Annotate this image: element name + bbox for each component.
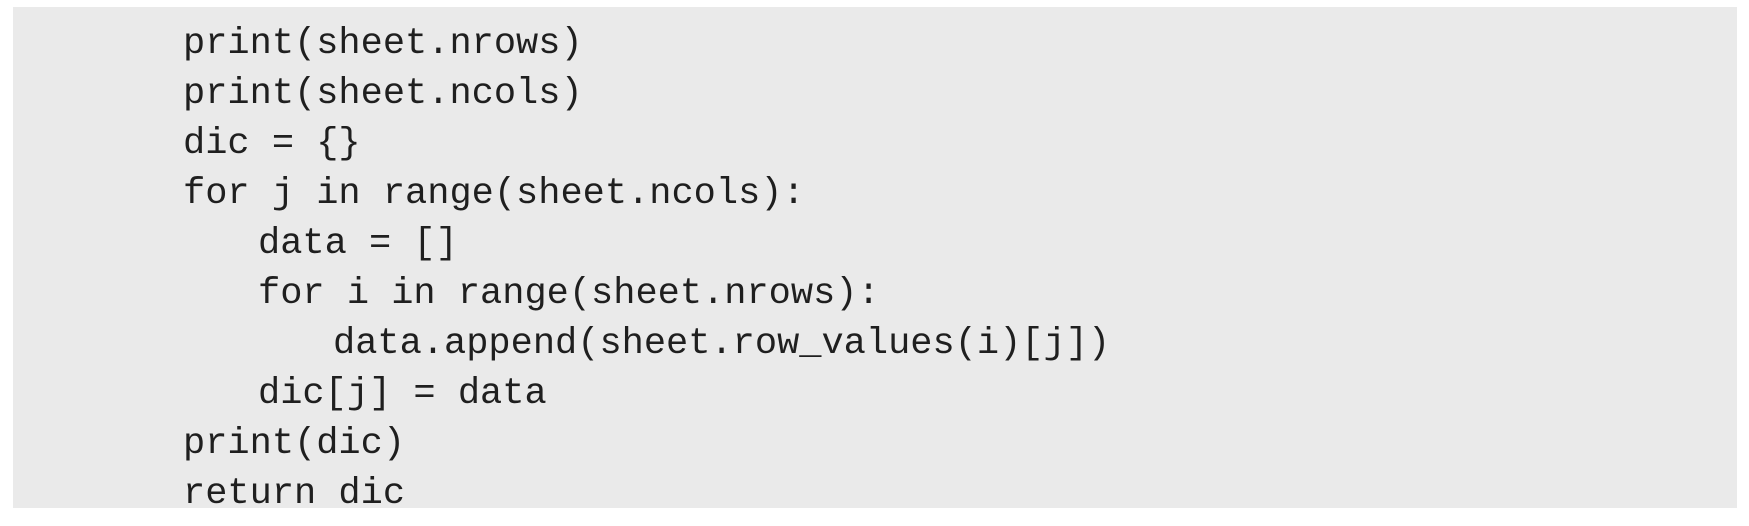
code-line-3: dic = {} [183, 123, 361, 165]
code-line-6: for i in range(sheet.nrows): [258, 273, 880, 315]
code-line-4: for j in range(sheet.ncols): [183, 173, 805, 215]
code-line-7: data.append(sheet.row_values(i)[j]) [333, 323, 1111, 365]
code-line-1: print(sheet.nrows) [183, 23, 583, 65]
code-line-10: return dic [183, 473, 406, 515]
code-line-2: print(sheet.ncols) [183, 73, 583, 115]
code-line-5: data = [] [258, 223, 458, 265]
code-block: print(sheet.nrows) print(sheet.ncols) di… [13, 7, 1737, 515]
code-line-8: dic[j] = data [258, 373, 547, 415]
code-line-9: print(dic) [183, 423, 406, 465]
